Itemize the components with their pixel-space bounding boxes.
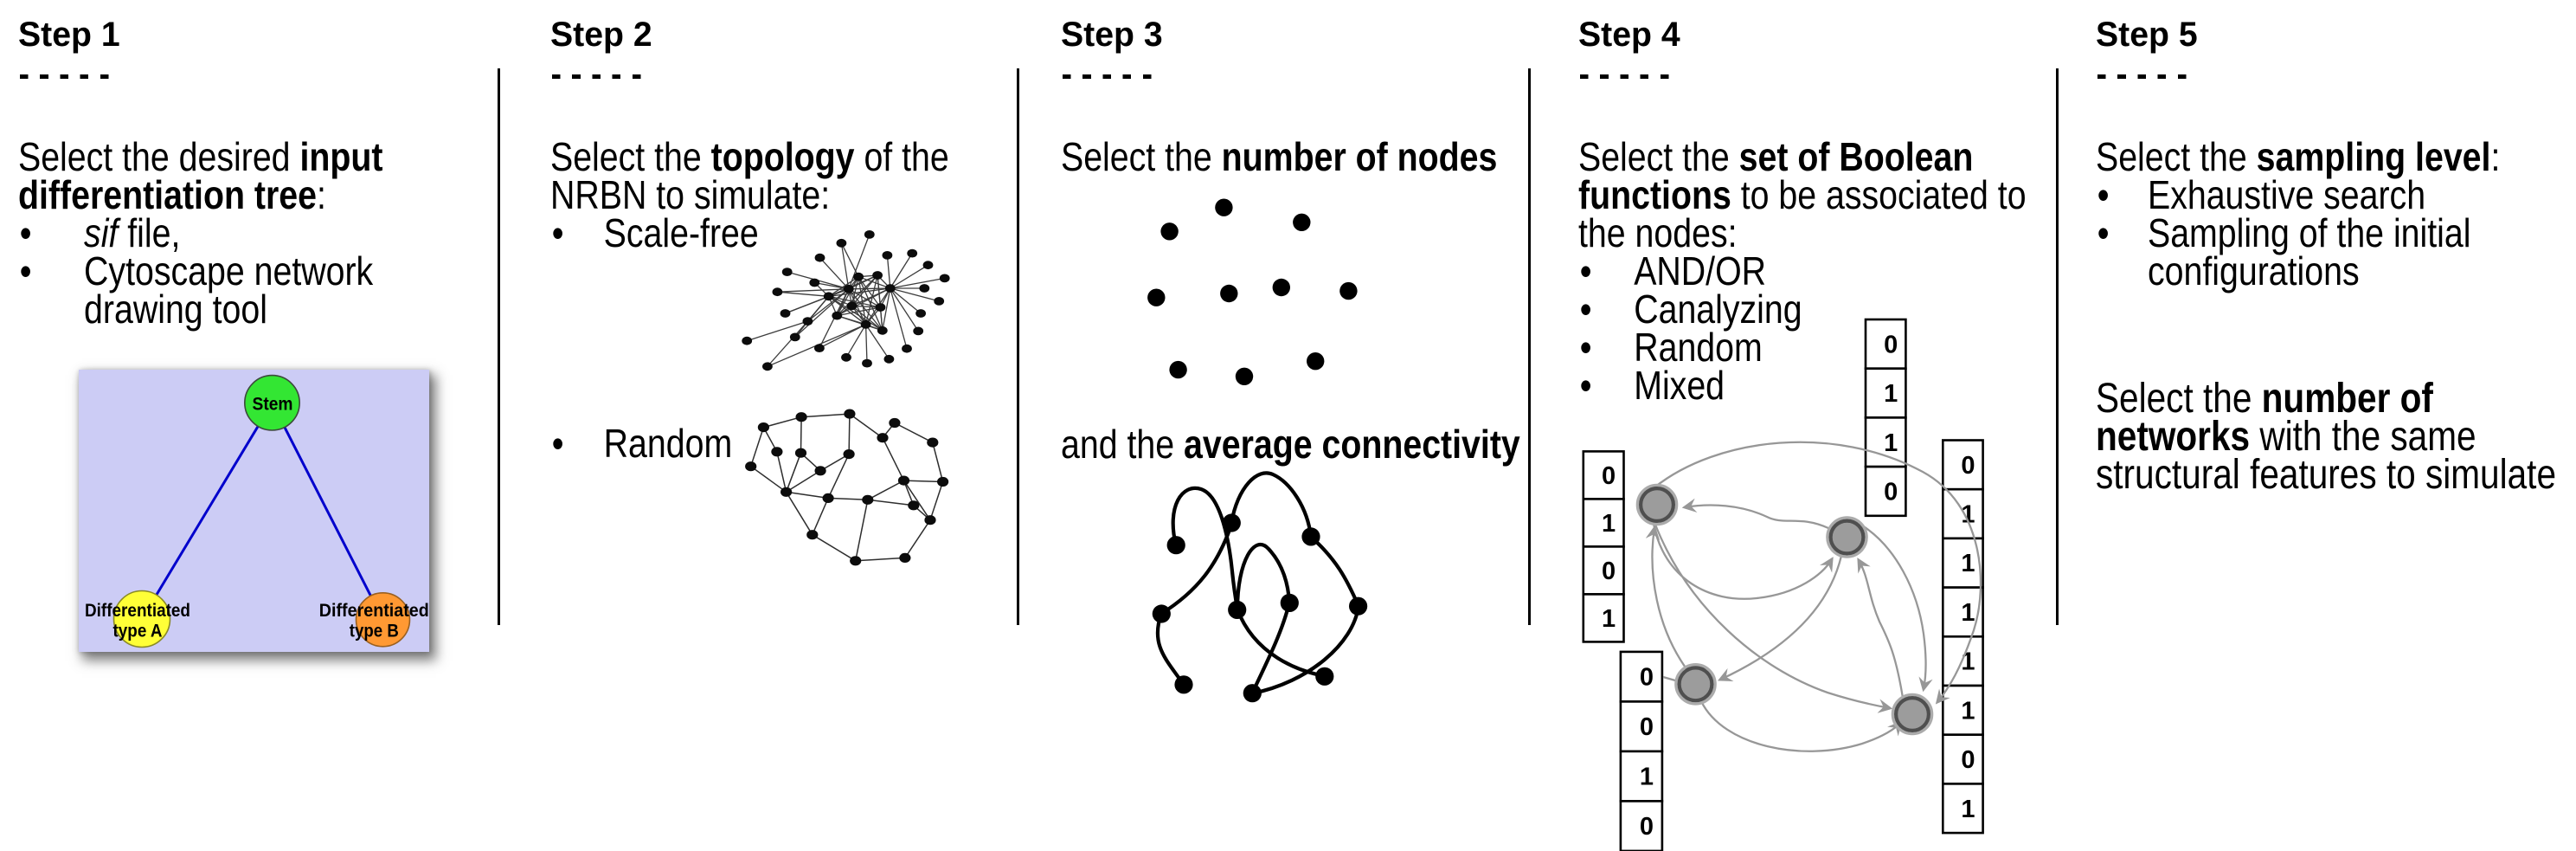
svg-text:1: 1 xyxy=(1884,380,1898,408)
svg-text:Stem: Stem xyxy=(252,395,292,415)
svg-text:1: 1 xyxy=(1602,510,1616,538)
svg-text:1: 1 xyxy=(1961,697,1975,725)
svg-text:0: 0 xyxy=(1602,558,1616,585)
svg-text:1: 1 xyxy=(1602,605,1616,633)
svg-text:0: 0 xyxy=(1602,462,1616,490)
svg-text:0: 0 xyxy=(1961,746,1975,774)
svg-text:1: 1 xyxy=(1884,429,1898,457)
svg-text:0: 0 xyxy=(1884,479,1898,506)
svg-text:0: 0 xyxy=(1961,452,1975,480)
svg-text:1: 1 xyxy=(1961,501,1975,529)
svg-text:1: 1 xyxy=(1961,796,1975,823)
svg-text:Differentiated: Differentiated xyxy=(318,601,428,621)
svg-text:0: 0 xyxy=(1640,813,1654,841)
svg-text:1: 1 xyxy=(1961,550,1975,577)
svg-text:type A: type A xyxy=(112,622,162,641)
svg-text:0: 0 xyxy=(1640,664,1654,692)
svg-text:Differentiated: Differentiated xyxy=(85,601,190,621)
svg-text:1: 1 xyxy=(1961,599,1975,627)
svg-text:1: 1 xyxy=(1640,764,1654,791)
svg-text:type B: type B xyxy=(349,622,398,641)
svg-text:1: 1 xyxy=(1961,648,1975,676)
svg-text:0: 0 xyxy=(1884,331,1898,358)
svg-text:0: 0 xyxy=(1640,713,1654,741)
